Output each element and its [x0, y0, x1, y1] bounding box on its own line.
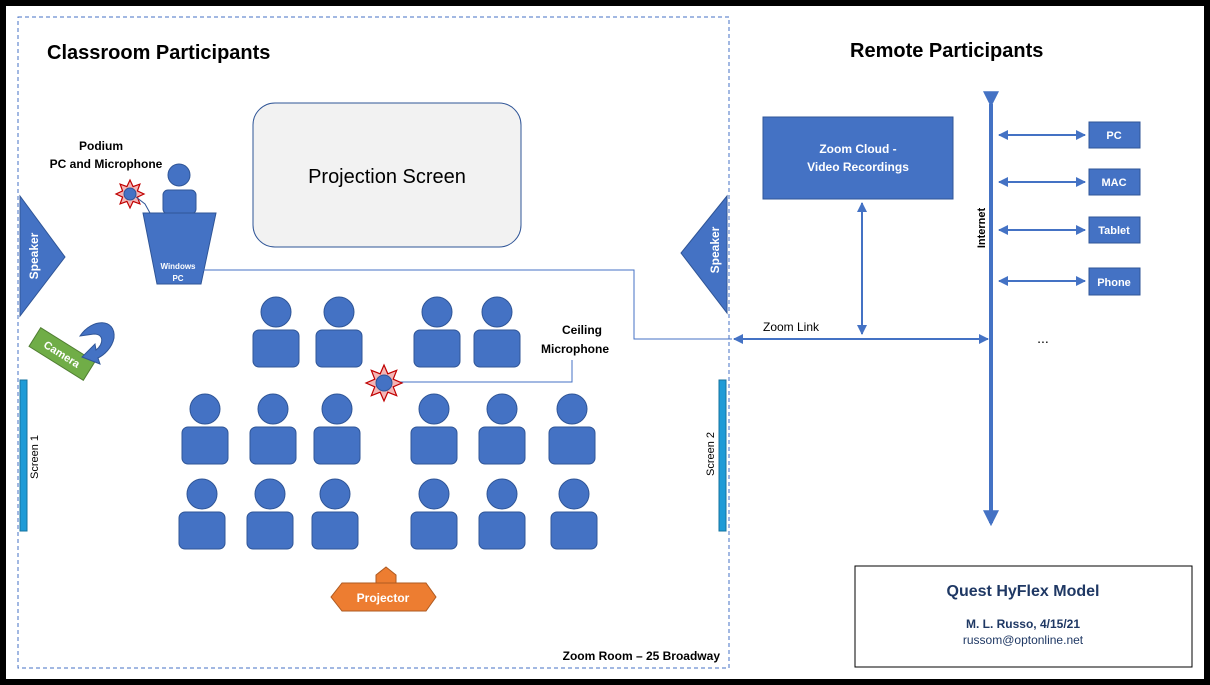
- zoom-link-label: Zoom Link: [763, 320, 820, 334]
- projector-label: Projector: [357, 591, 410, 605]
- device-mac: MAC: [998, 168, 1141, 196]
- screen-2-label: Screen 2: [705, 432, 717, 476]
- projection-screen-label: Projection Screen: [308, 166, 466, 188]
- projector-lens-icon: [375, 566, 397, 584]
- projection-screen: [252, 102, 522, 248]
- device-mac-label: MAC: [1101, 177, 1126, 189]
- credit-title: Quest HyFlex Model: [947, 583, 1100, 600]
- participant-person-icon: [181, 393, 229, 465]
- participant-person-icon: [246, 478, 294, 550]
- participant-person-icon: [410, 393, 458, 465]
- podium-mic-cable: [135, 196, 151, 214]
- zoom-cloud-label-1: Zoom Cloud -: [819, 142, 896, 156]
- participant-person-icon: [410, 478, 458, 550]
- screen-1: [19, 379, 28, 532]
- classroom-title: Classroom Participants: [47, 42, 270, 64]
- podium-microphone-icon: [114, 178, 146, 210]
- speaker-right-label: Speaker: [708, 226, 722, 273]
- zoom-cloud-label-2: Video Recordings: [807, 160, 909, 174]
- participant-person-icon: [478, 478, 526, 550]
- credit-email: russom@optonline.net: [963, 633, 1084, 647]
- podium-sub-label: PC and Microphone: [50, 157, 163, 171]
- participant-person-icon: [478, 393, 526, 465]
- credit-author: M. L. Russo, 4/15/21: [966, 617, 1080, 631]
- pc-label-line1: Windows: [160, 262, 196, 271]
- screen-1-label: Screen 1: [29, 435, 41, 479]
- speaker-right-icon: [680, 194, 728, 315]
- classroom-boundary: [17, 16, 730, 669]
- device-pc: PC: [998, 121, 1141, 149]
- projector-icon: [330, 582, 437, 612]
- internet-label: Internet: [976, 207, 988, 248]
- participant-person-icon: [311, 478, 359, 550]
- more-devices-ellipsis: ...: [1037, 330, 1049, 346]
- participant-person-icon: [413, 296, 461, 368]
- participant-person-icon: [550, 478, 598, 550]
- ceiling-microphone-icon: [364, 363, 404, 403]
- device-phone-label: Phone: [1097, 277, 1131, 289]
- pc-connection-line: [200, 269, 732, 340]
- device-tablet: Tablet: [998, 216, 1141, 244]
- zoom-cloud-box: [762, 116, 954, 200]
- credit-box: [854, 565, 1193, 668]
- screen-2: [718, 379, 727, 532]
- speaker-left-icon: [19, 194, 66, 318]
- speaker-left-label: Speaker: [27, 232, 41, 279]
- room-label: Zoom Room – 25 Broadway: [563, 649, 721, 663]
- ceiling-mic-cable: [396, 360, 573, 383]
- participant-person-icon: [178, 478, 226, 550]
- device-tablet-label: Tablet: [1098, 225, 1130, 237]
- device-phone: Phone: [998, 267, 1141, 296]
- participant-person-icon: [548, 393, 596, 465]
- participant-person-icon: [252, 296, 300, 368]
- participant-person-icon: [473, 296, 521, 368]
- classroom-seats: [178, 296, 598, 550]
- remote-title: Remote Participants: [850, 40, 1043, 62]
- camera-rotate-arrow-icon: [78, 322, 115, 365]
- ceiling-mic-label-2: Microphone: [541, 342, 609, 356]
- podium-pc: [142, 212, 217, 285]
- device-pc-label: PC: [1106, 130, 1121, 142]
- podium-label: Podium: [79, 139, 123, 153]
- participant-person-icon: [249, 393, 297, 465]
- ceiling-mic-label-1: Ceiling: [562, 323, 602, 337]
- pc-label-line2: PC: [172, 274, 183, 283]
- participant-person-icon: [313, 393, 361, 465]
- participant-person-icon: [315, 296, 363, 368]
